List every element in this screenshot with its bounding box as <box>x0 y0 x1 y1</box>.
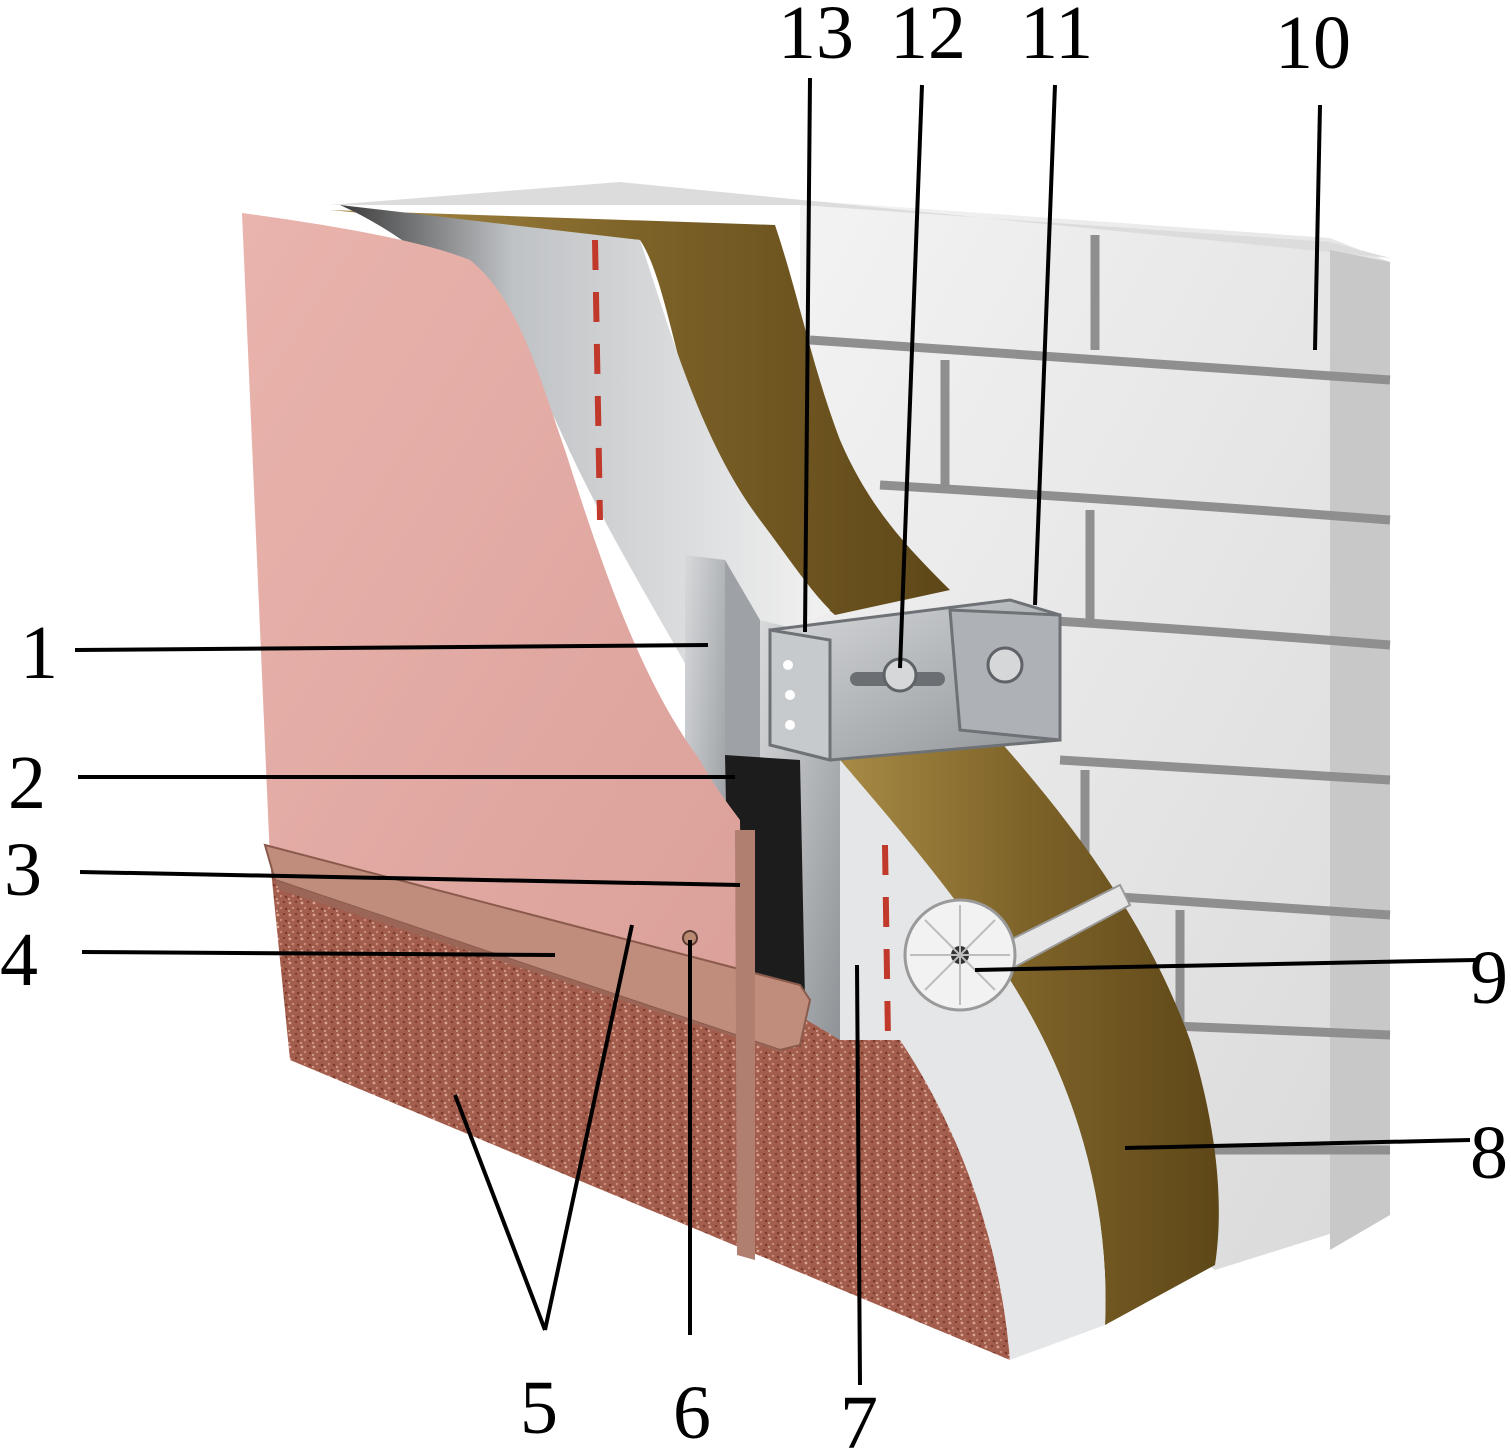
label-7: 7 <box>840 1381 878 1448</box>
granite-panel <box>270 860 1010 1360</box>
leader-5a <box>453 1094 547 1331</box>
leader-4 <box>81 950 556 957</box>
label-8: 8 <box>1470 1111 1508 1195</box>
facing-panel <box>242 213 742 1000</box>
label-9: 9 <box>1470 936 1508 1020</box>
label-12: 12 <box>890 0 966 75</box>
leader-7 <box>855 964 862 1386</box>
label-10: 10 <box>1275 1 1351 85</box>
insulation-lower <box>840 730 1219 1325</box>
dowel <box>903 883 1132 1012</box>
label-5: 5 <box>520 1366 558 1448</box>
membrane-seam-upper <box>592 239 603 521</box>
label-11: 11 <box>1020 0 1093 75</box>
leader-10 <box>1313 104 1322 351</box>
leader-5b <box>543 924 634 1331</box>
label-1: 1 <box>20 611 58 695</box>
insulation-layer <box>330 210 950 615</box>
bracket-assembly <box>768 598 1062 762</box>
leader-9 <box>974 958 1476 972</box>
label-3: 3 <box>4 828 42 912</box>
leader-11 <box>1033 84 1057 606</box>
wind-membrane-lower <box>840 760 1106 1360</box>
leader-1 <box>74 643 709 652</box>
leader-13 <box>803 77 812 633</box>
label-4: 4 <box>0 918 38 1002</box>
leader-12 <box>898 84 924 669</box>
label-13: 13 <box>778 0 854 75</box>
drip-profile <box>263 843 812 1055</box>
leader-8 <box>1124 1138 1471 1150</box>
leader-lines <box>74 77 1476 1386</box>
joint-strip <box>735 830 755 1260</box>
leader-3 <box>79 870 741 887</box>
label-6: 6 <box>673 1371 711 1448</box>
membrane-seam-lower <box>882 844 891 1041</box>
label-2: 2 <box>8 741 46 825</box>
